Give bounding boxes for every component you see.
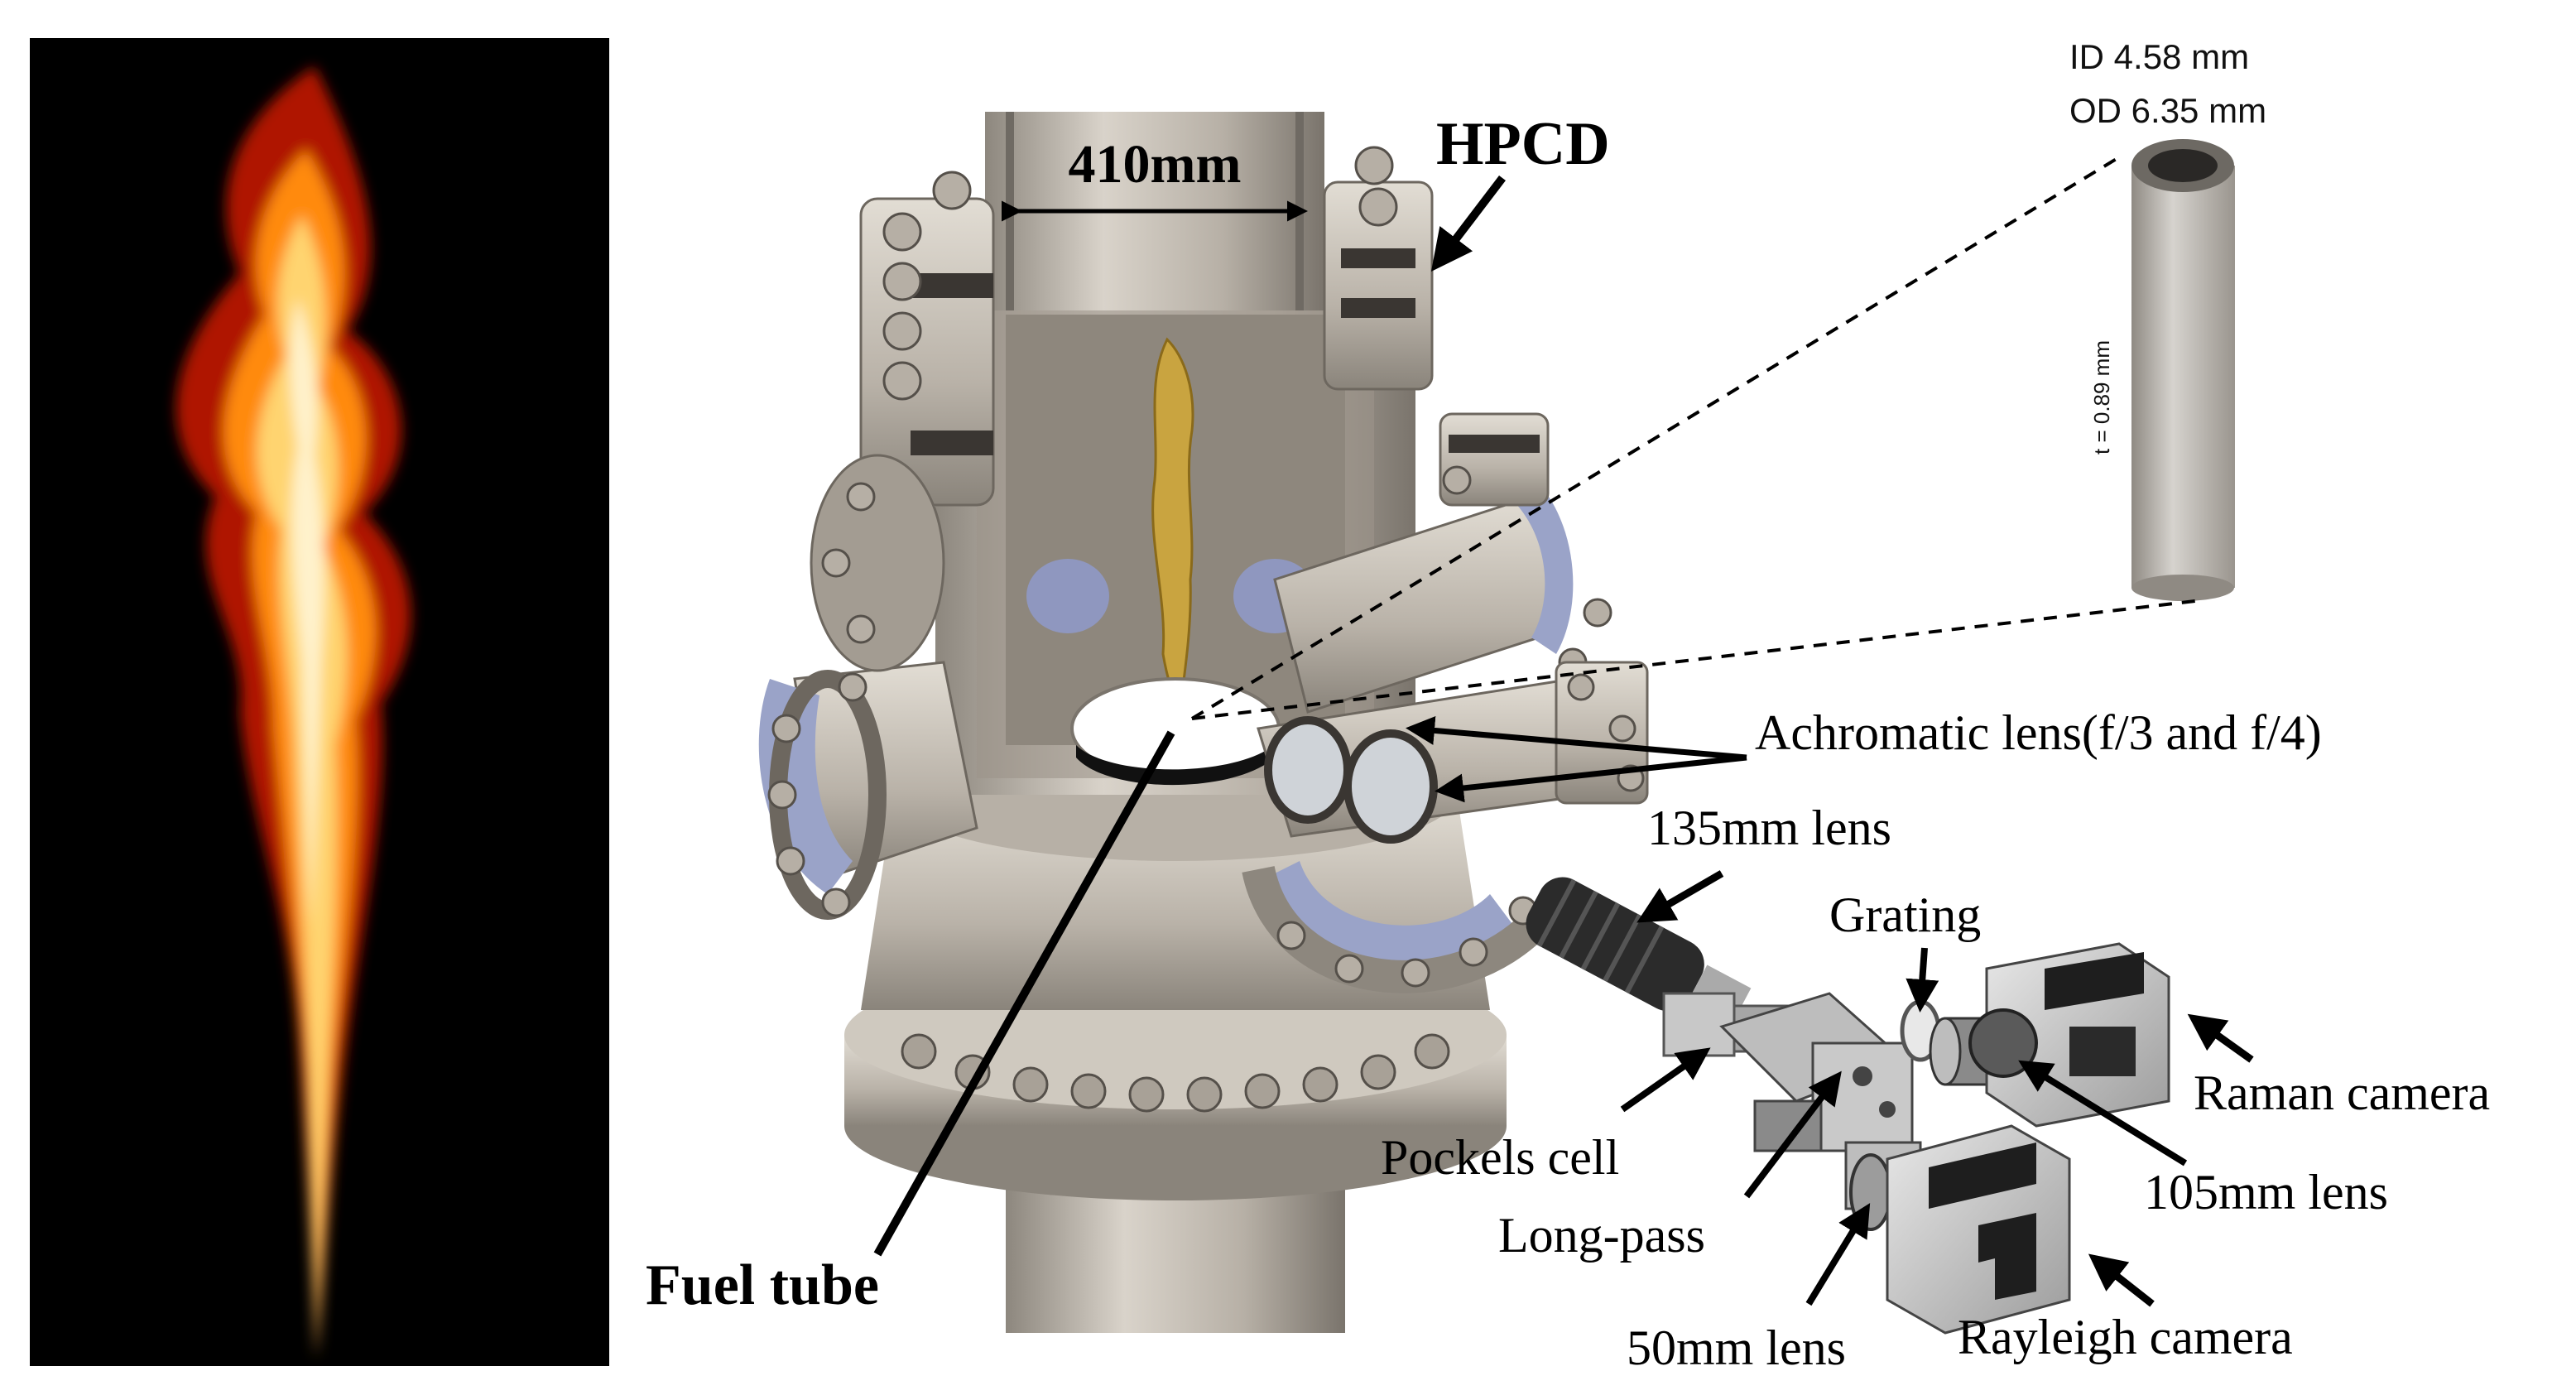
raman-camera bbox=[1968, 942, 2170, 1128]
rayleigh-camera bbox=[1886, 1124, 2071, 1335]
lens-50mm bbox=[1849, 1153, 1892, 1231]
rear-left-port bbox=[810, 454, 945, 672]
raman-label: Raman camera bbox=[2194, 1065, 2490, 1120]
grating-label: Grating bbox=[1829, 888, 1981, 942]
left-port bbox=[758, 661, 978, 920]
lens50-label: 50mm lens bbox=[1627, 1320, 1846, 1375]
lens105-label: 105mm lens bbox=[2144, 1165, 2388, 1219]
longpass-label: Long-pass bbox=[1498, 1208, 1705, 1263]
bottom-flange-bolts bbox=[901, 1033, 1450, 1113]
text-labels: 410mm HPCD Fuel tube ID 4.58 mm OD 6.35 … bbox=[646, 37, 2490, 1375]
flame-image-panel bbox=[30, 38, 609, 1366]
pockels-label: Pockels cell bbox=[1381, 1130, 1619, 1185]
annotation-arrows bbox=[873, 175, 2254, 1307]
hpcd-label: HPCD bbox=[1436, 110, 1610, 178]
dimension-label: 410mm bbox=[1069, 134, 1242, 195]
upper-flange-right bbox=[1323, 180, 1434, 391]
fuel-tube-label: Fuel tube bbox=[646, 1253, 879, 1317]
upper-bolts bbox=[882, 146, 1398, 401]
achromatic-label: Achromatic lens(f/3 and f/4) bbox=[1755, 705, 2322, 760]
rayleigh-label: Rayleigh camera bbox=[1958, 1310, 2293, 1364]
achromatic-lens-assembly bbox=[1257, 661, 1649, 844]
tube-thickness-label: t = 0.89 mm bbox=[2089, 340, 2114, 455]
tube-od-label: OD 6.35 mm bbox=[2069, 91, 2266, 130]
lens135-label: 135mm lens bbox=[1647, 801, 1891, 855]
tube-id-label: ID 4.58 mm bbox=[2069, 37, 2249, 76]
lower-right-port bbox=[1242, 861, 1552, 993]
fuel-tube-inset bbox=[1190, 139, 2235, 720]
optics-train bbox=[1526, 877, 2170, 1335]
